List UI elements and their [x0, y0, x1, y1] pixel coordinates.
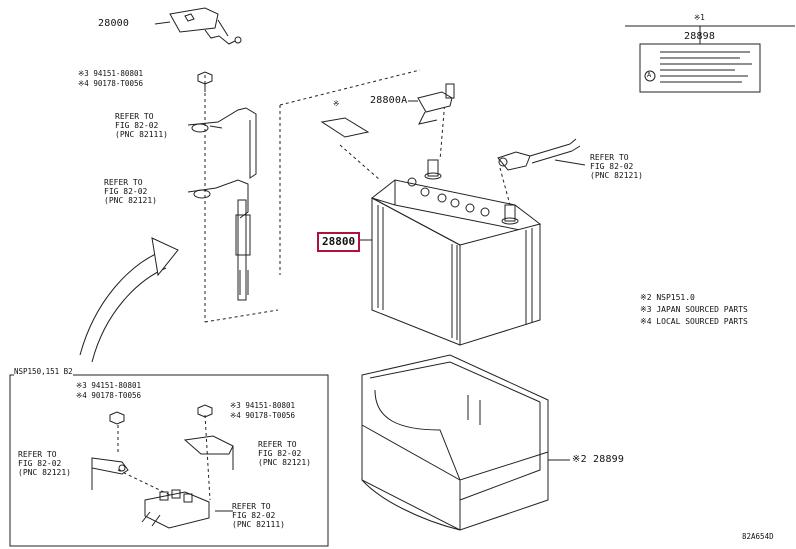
inset-bolt-1: ※3 94151-80801	[76, 381, 141, 390]
part-28800A-label: 28800A	[370, 95, 408, 106]
star-mark-placard: ※	[333, 99, 340, 108]
inset-clamp-left	[91, 457, 129, 490]
part-28800-highlight[interactable]: 28800	[317, 232, 361, 252]
dashed-leader-lines	[117, 69, 511, 501]
inset-relay-block	[141, 489, 210, 529]
label-plate-letter: A	[647, 71, 652, 79]
label-plate-mark: ※1	[694, 13, 705, 22]
note-4: ※4 LOCAL SOURCED PARTS	[640, 317, 748, 326]
battery-terminal-28800A	[408, 83, 455, 125]
positive-terminal-clamp	[187, 107, 257, 179]
terminal-cover-28000	[154, 7, 242, 45]
note-2: ※2 NSP151.0	[640, 293, 695, 302]
battery-28800	[370, 159, 542, 346]
nut-upper	[197, 71, 213, 92]
inset-title: NSP150,151 B2	[14, 367, 73, 376]
inset-nut-right	[197, 404, 213, 418]
battery-cable-clamp	[497, 138, 581, 171]
part-28000-label: 28000	[98, 18, 130, 29]
inset-bolt-4: ※4 90178-T0056	[230, 411, 295, 420]
note-3: ※3 JAPAN SOURCED PARTS	[640, 305, 748, 314]
inset-bolt-2: ※4 90178-T0056	[76, 391, 141, 400]
inset-clamp-right	[183, 435, 234, 470]
negative-terminal-clamp	[187, 179, 251, 301]
battery-tray-28899	[361, 354, 549, 531]
bolt-94151-label: ※3 94151-80801	[78, 69, 143, 78]
inset-bolt-3: ※3 94151-80801	[230, 401, 295, 410]
curved-arrow	[79, 237, 179, 363]
figure-code: 82A654D	[742, 532, 774, 541]
inset-frame	[9, 374, 329, 547]
leader-ref-right	[554, 159, 586, 166]
label-plate-28898	[625, 25, 795, 93]
label-placard	[320, 117, 370, 138]
inset-nut	[109, 411, 125, 425]
part-28898-label: 28898	[684, 31, 716, 42]
part-28899-label: ※2 28899	[572, 454, 625, 465]
bolt-90178-label: ※4 90178-T0056	[78, 79, 143, 88]
